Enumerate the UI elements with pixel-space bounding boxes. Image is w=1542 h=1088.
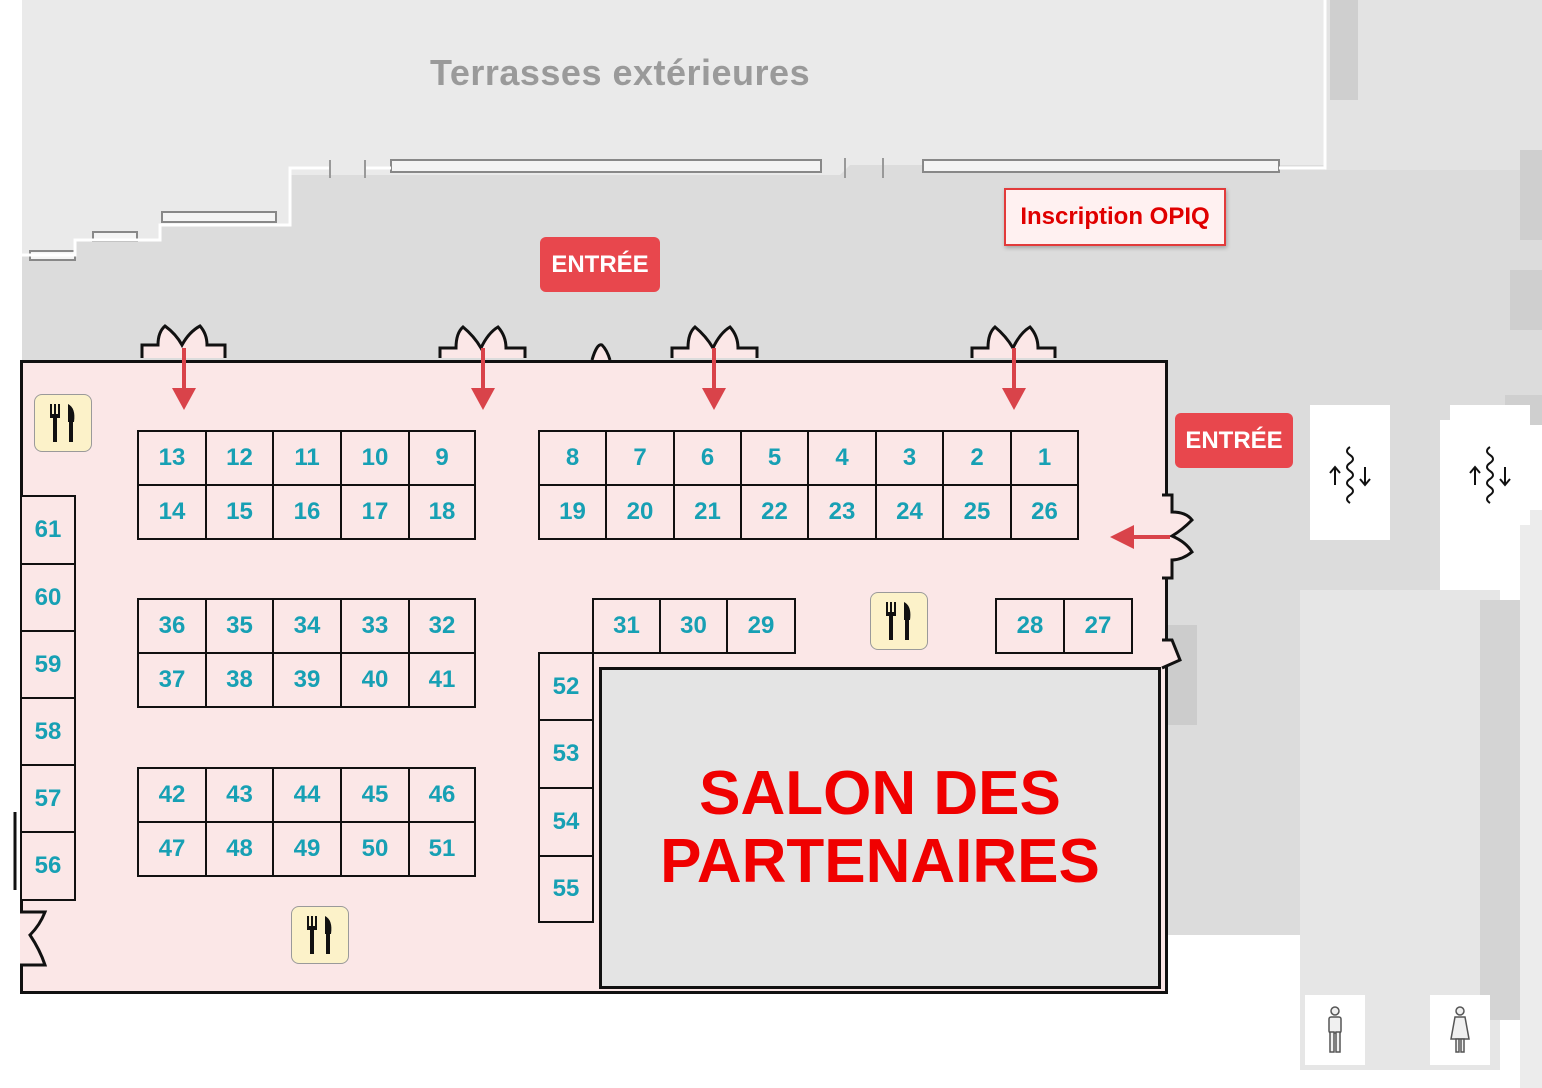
booth-6[interactable]: 6 [673,430,742,486]
booth-44[interactable]: 44 [272,767,342,823]
escalator-sign [1310,405,1390,540]
partners-lounge[interactable]: SALON DES PARTENAIRES [599,667,1161,989]
booth-60[interactable]: 60 [20,563,76,632]
booth-53[interactable]: 53 [538,719,594,789]
booth-43[interactable]: 43 [205,767,274,823]
booth-20[interactable]: 20 [605,484,675,540]
booth-31[interactable]: 31 [592,598,661,654]
booth-27[interactable]: 27 [1063,598,1133,654]
booth-4[interactable]: 4 [807,430,877,486]
partners-lounge-title-line1: SALON DES [699,759,1061,828]
door-icon [1162,493,1194,580]
escalator-sign [1450,405,1530,525]
booth-40[interactable]: 40 [340,652,410,708]
booth-9[interactable]: 9 [408,430,476,486]
booth-58[interactable]: 58 [20,697,76,766]
booth-50[interactable]: 50 [340,821,410,877]
booth-52[interactable]: 52 [538,652,594,721]
booth-14[interactable]: 14 [137,484,207,540]
fork-knife-icon[interactable] [870,592,928,650]
booth-26[interactable]: 26 [1010,484,1079,540]
fork-knife-icon[interactable] [34,394,92,452]
booth-23[interactable]: 23 [807,484,877,540]
door-icon [590,343,612,361]
door-icon [1161,638,1182,670]
booth-25[interactable]: 25 [942,484,1012,540]
fork-knife-icon[interactable] [291,906,349,964]
registration-label: Inscription OPIQ [1004,188,1226,246]
booth-33[interactable]: 33 [340,598,410,654]
booth-30[interactable]: 30 [659,598,728,654]
booth-49[interactable]: 49 [272,821,342,877]
escalator-icon [1469,446,1511,504]
booth-38[interactable]: 38 [205,652,274,708]
booth-1[interactable]: 1 [1010,430,1079,486]
booth-29[interactable]: 29 [726,598,796,654]
woman-restroom-icon [1450,1006,1470,1053]
booth-55[interactable]: 55 [538,855,594,923]
restroom-men [1305,995,1365,1065]
terrace-label: Terrasses extérieures [430,52,811,93]
booth-61[interactable]: 61 [20,495,76,565]
partners-lounge-title-line2: PARTENAIRES [660,827,1100,896]
booth-22[interactable]: 22 [740,484,809,540]
booth-51[interactable]: 51 [408,821,476,877]
booth-8[interactable]: 8 [538,430,607,486]
booth-47[interactable]: 47 [137,821,207,877]
booth-56[interactable]: 56 [20,831,76,901]
booth-32[interactable]: 32 [408,598,476,654]
booth-15[interactable]: 15 [205,484,274,540]
booth-7[interactable]: 7 [605,430,675,486]
booth-5[interactable]: 5 [740,430,809,486]
booth-18[interactable]: 18 [408,484,476,540]
booth-39[interactable]: 39 [272,652,342,708]
booth-13[interactable]: 13 [137,430,207,486]
booth-28[interactable]: 28 [995,598,1065,654]
booth-37[interactable]: 37 [137,652,207,708]
booth-54[interactable]: 54 [538,787,594,857]
booth-42[interactable]: 42 [137,767,207,823]
man-restroom-icon [1328,1006,1342,1053]
entry-label-right: ENTRÉE [1175,413,1293,468]
booth-45[interactable]: 45 [340,767,410,823]
booth-10[interactable]: 10 [340,430,410,486]
booth-59[interactable]: 59 [20,630,76,699]
restroom-women [1430,995,1490,1065]
booth-46[interactable]: 46 [408,767,476,823]
booth-48[interactable]: 48 [205,821,274,877]
booth-36[interactable]: 36 [137,598,207,654]
booth-21[interactable]: 21 [673,484,742,540]
escalator-icon [1329,446,1371,504]
booth-24[interactable]: 24 [875,484,944,540]
booth-17[interactable]: 17 [340,484,410,540]
booth-11[interactable]: 11 [272,430,342,486]
entry-label-top: ENTRÉE [540,237,660,292]
booth-12[interactable]: 12 [205,430,274,486]
booth-35[interactable]: 35 [205,598,274,654]
booth-34[interactable]: 34 [272,598,342,654]
booth-57[interactable]: 57 [20,764,76,833]
booth-2[interactable]: 2 [942,430,1012,486]
booth-3[interactable]: 3 [875,430,944,486]
booth-41[interactable]: 41 [408,652,476,708]
booth-19[interactable]: 19 [538,484,607,540]
door-icon [140,324,227,358]
booth-16[interactable]: 16 [272,484,342,540]
door-icon [20,910,48,967]
